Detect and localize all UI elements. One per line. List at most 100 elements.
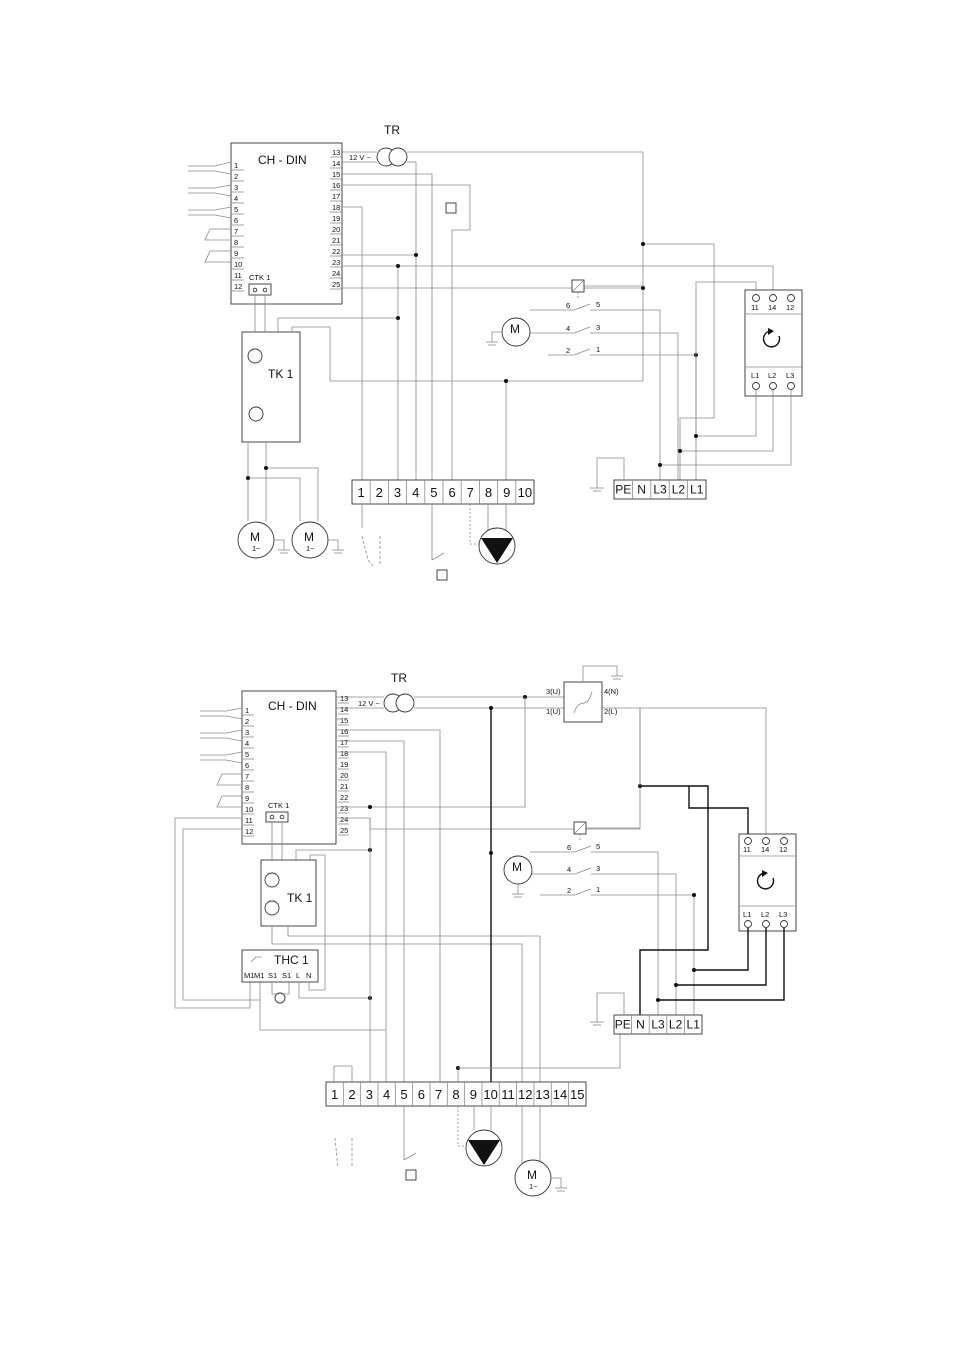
relay-pin-label: L2 [768, 371, 776, 380]
relay-pin-label: L2 [761, 910, 769, 919]
junction-dot [678, 449, 682, 453]
terminal-label: 8 [485, 485, 492, 500]
transformer-tr-2: TR 12 V ~ [336, 671, 564, 713]
switch-wire [204, 250, 231, 263]
controller-pin-label: 6 [234, 216, 238, 225]
terminal-label: 4 [383, 1087, 390, 1102]
fan-unit-body [563, 681, 603, 723]
terminal-label: 2 [376, 485, 383, 500]
junction-dot [396, 264, 400, 268]
switch-blade [431, 552, 445, 561]
thc-label: THC 1 [274, 953, 309, 967]
sensor-wire [271, 982, 290, 995]
junction-dot [414, 253, 418, 257]
rotation-arrow-icon [768, 328, 774, 335]
ctk-connector [265, 811, 289, 823]
controller-pin-label: 6 [245, 761, 249, 770]
relay-pin-label: 11 [751, 303, 759, 312]
transformer-coil-right [395, 693, 415, 713]
power-terminal-label: PE [615, 482, 631, 496]
wire [271, 926, 523, 1082]
power-terminal-label: N [636, 1017, 645, 1031]
relay-terminal [769, 294, 777, 302]
contact-blade [574, 845, 592, 853]
controller-pin-label: 10 [234, 260, 242, 269]
controller-pin-label: 10 [245, 805, 253, 814]
controller-wires-1 [342, 152, 774, 480]
wire [336, 817, 371, 1082]
power-terminal-label: L2 [669, 1017, 683, 1031]
wire [309, 854, 326, 990]
controller-pin-label: 12 [234, 282, 242, 291]
controller-pin-label: 17 [332, 192, 340, 201]
relay-pin-label: 12 [779, 845, 787, 854]
controller-pin-label: 14 [332, 159, 340, 168]
terminal-label: 1 [357, 485, 364, 500]
thc-pin-label: M1 [244, 971, 254, 980]
controller-pin-label: 1 [245, 706, 249, 715]
power-terminal-body [613, 1014, 703, 1035]
wire [182, 828, 261, 1001]
junction-dot [368, 805, 372, 809]
sensor-wire [225, 715, 243, 720]
power-terminal-label: N [637, 482, 646, 496]
switch-box-icon [436, 569, 448, 581]
thermostat-label: TK 1 [268, 367, 294, 381]
controller-pin-label: 8 [245, 783, 249, 792]
relay-pin-label: 14 [768, 303, 776, 312]
relay-terminal [769, 382, 777, 390]
contactor-pin-label: 5 [596, 300, 600, 309]
motor-big-2: M 1~ [514, 1159, 567, 1197]
thermostat-sensor-icon [247, 348, 263, 364]
motor-sub: 1~ [529, 1182, 538, 1191]
pump-icon [481, 538, 513, 563]
controller-pin-label: 20 [332, 225, 340, 234]
rotation-arrow-icon [762, 870, 768, 877]
contactor-pin-label: 4 [567, 865, 571, 874]
controller-pin-label: 13 [332, 148, 340, 157]
controller-wires-2 [336, 697, 641, 1082]
power-terminal-label: L1 [687, 1017, 701, 1031]
relay-pin-label: 11 [743, 845, 751, 854]
ground-wire [328, 539, 339, 550]
thermostat-sensor-icon [264, 900, 280, 916]
controller-pin-label: 17 [340, 738, 348, 747]
power-terminal-body [613, 479, 707, 500]
relay-terminal [752, 382, 760, 390]
motor-label: M [250, 530, 260, 544]
controller-pin-label: 21 [340, 782, 348, 791]
heavy-wire [688, 786, 749, 834]
relay-terminal [752, 294, 760, 302]
sensor-wire [214, 206, 232, 211]
wire [590, 332, 679, 480]
relay-terminal [744, 920, 752, 928]
ground-wire [551, 1177, 562, 1188]
controller-pin-label: 14 [340, 705, 348, 714]
fan-curve-icon [573, 691, 593, 714]
sensor-wire [225, 751, 243, 756]
controller-pin-label: 18 [332, 203, 340, 212]
terminal-label: 4 [412, 485, 419, 500]
ctk-pin [279, 814, 285, 820]
thc-switch-icon [250, 956, 262, 963]
ctk-pin [252, 287, 258, 293]
wire [660, 390, 792, 466]
fan-pin-label: 1(U) [546, 707, 561, 716]
terminal-label: 9 [503, 485, 510, 500]
sensor-dashed [334, 1137, 339, 1169]
wire [336, 740, 405, 1082]
relay-terminal [762, 837, 770, 845]
controller-body [241, 690, 337, 845]
terminal-label: 6 [448, 485, 455, 500]
controller-pin-label: 15 [340, 716, 348, 725]
contact-blade [573, 326, 591, 334]
wire [342, 254, 417, 480]
fan-speed-unit: 3(U) 1(U) 4(N) 2(L) [546, 665, 767, 834]
